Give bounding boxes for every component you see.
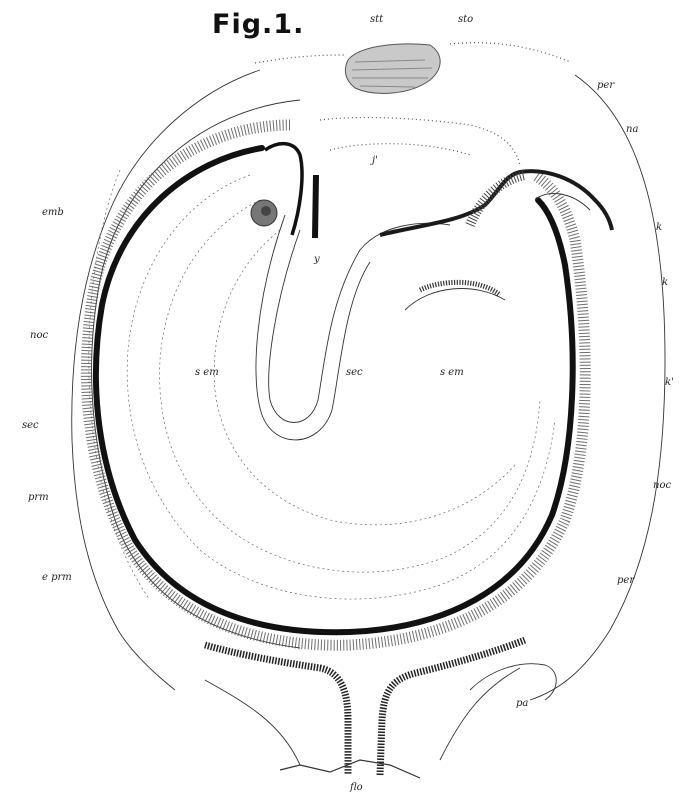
outer-membrane [530,75,665,700]
label-k-lower: k [662,277,668,288]
label-j: j' [370,155,378,166]
inner-dashed-ring-3 [214,230,515,525]
label-noc-right: noc [653,480,671,491]
label-pa: pa [516,698,528,709]
label-sec-left: sec [22,420,39,431]
dotted-region-2 [330,144,470,155]
label-sec-center: sec [346,367,363,378]
figure-title: Fig.1. [212,9,304,40]
label-y: y [313,254,320,265]
right-fold-dark [380,171,612,235]
label-noc-left: noc [30,330,48,341]
head-fold-dark-bar [315,175,316,238]
bottom-right-cellular [380,640,525,775]
embryo-dark-layer [96,148,573,632]
label-emb: emb [42,207,64,218]
inner-cap-thin [405,289,505,310]
dotted-region [320,118,520,165]
label-per-top: per [597,80,615,91]
bottom-left-cellular [205,645,348,775]
label-flo: flo [349,782,363,793]
label-e-prm: e prm [42,572,72,583]
yolk-spot-center [261,206,271,216]
inner-fold-u [269,223,450,422]
label-prime: k' [665,377,674,388]
label-per-right: per [617,575,635,586]
top-dotted-arc-right [450,43,570,62]
label-na: na [626,124,638,135]
label-k-upper: k [656,222,662,233]
ectoderm-hatched-layer [86,125,585,645]
outer-membrane-left [72,70,260,690]
label-prm: prm [28,492,49,503]
inner-dashed-ring-2 [160,200,540,572]
top-dotted-arc [255,55,345,63]
label-s-em-right: s em [440,367,464,378]
inner-fold-u-outer [256,215,370,440]
bottom-thin-left [205,680,300,765]
inner-dashed-ring-1 [127,175,555,599]
label-sto: sto [458,14,473,25]
right-fold-hatch [470,175,525,225]
bottom-ground [280,760,420,778]
label-stt: stt [370,14,384,25]
label-s-em: s em [195,367,219,378]
